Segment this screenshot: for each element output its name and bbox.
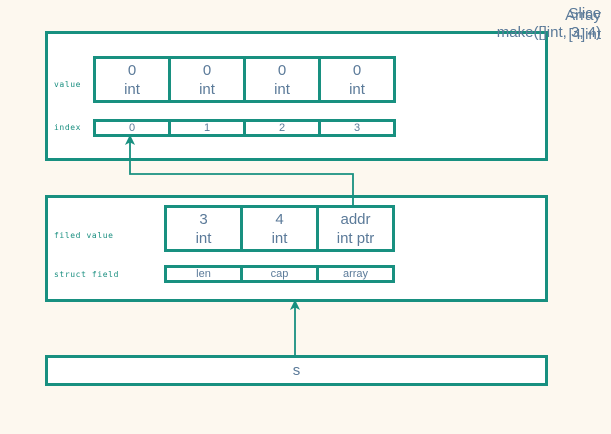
slice-field-cell-len: len bbox=[164, 265, 243, 283]
array-value-0: 0 bbox=[127, 61, 137, 79]
slice-value-cell-len: 3 int bbox=[164, 205, 243, 252]
array-title-line2: [4]int bbox=[568, 26, 601, 43]
slice-type-2: int ptr bbox=[336, 229, 375, 247]
array-title-line1: Array bbox=[565, 7, 601, 24]
array-value-row-label: value bbox=[54, 80, 82, 89]
variable-name-label: s bbox=[292, 362, 301, 379]
array-value-3: 0 bbox=[352, 61, 362, 79]
array-index-row-label: index bbox=[54, 123, 82, 132]
array-type-2: int bbox=[274, 80, 290, 98]
slice-value-row-label: filed value bbox=[54, 231, 114, 240]
slice-field-cell-cap: cap bbox=[240, 265, 319, 283]
array-value-2: 0 bbox=[277, 61, 287, 79]
array-value-cells: 0 int 0 int 0 int 0 int bbox=[93, 56, 396, 103]
slice-title-line2: make([]int, 3, 4) bbox=[496, 24, 601, 41]
array-index-cell: 0 bbox=[93, 119, 171, 137]
array-value-cell: 0 int bbox=[93, 56, 171, 103]
array-index-cell: 3 bbox=[318, 119, 396, 137]
array-type-1: int bbox=[199, 80, 215, 98]
slice-title-line1: Slice bbox=[568, 5, 601, 22]
slice-value-cells: 3 int 4 int addr int ptr bbox=[164, 205, 395, 252]
array-index-cell: 1 bbox=[168, 119, 246, 137]
slice-group-title: Slice make([]int, 3, 4) bbox=[497, 4, 601, 42]
slice-value-1: 4 bbox=[275, 210, 284, 228]
array-value-cell: 0 int bbox=[168, 56, 246, 103]
array-index-cell: 2 bbox=[243, 119, 321, 137]
variable-box bbox=[45, 355, 548, 386]
array-type-0: int bbox=[124, 80, 140, 98]
slice-type-1: int bbox=[271, 229, 288, 247]
array-type-3: int bbox=[349, 80, 365, 98]
slice-type-0: int bbox=[195, 229, 212, 247]
slice-field-row-label: struct field bbox=[54, 270, 119, 279]
slice-value-cell-cap: 4 int bbox=[240, 205, 319, 252]
slice-value-cell-array: addr int ptr bbox=[316, 205, 395, 252]
slice-value-2: addr bbox=[340, 210, 371, 228]
array-value-cell: 0 int bbox=[243, 56, 321, 103]
array-value-1: 0 bbox=[202, 61, 212, 79]
slice-field-cell-array: array bbox=[316, 265, 395, 283]
slice-value-0: 3 bbox=[199, 210, 208, 228]
array-index-cells: 0 1 2 3 bbox=[93, 119, 396, 137]
array-group-title: Array [4]int bbox=[565, 6, 601, 44]
slice-field-cells: len cap array bbox=[164, 265, 395, 283]
array-value-cell: 0 int bbox=[318, 56, 396, 103]
